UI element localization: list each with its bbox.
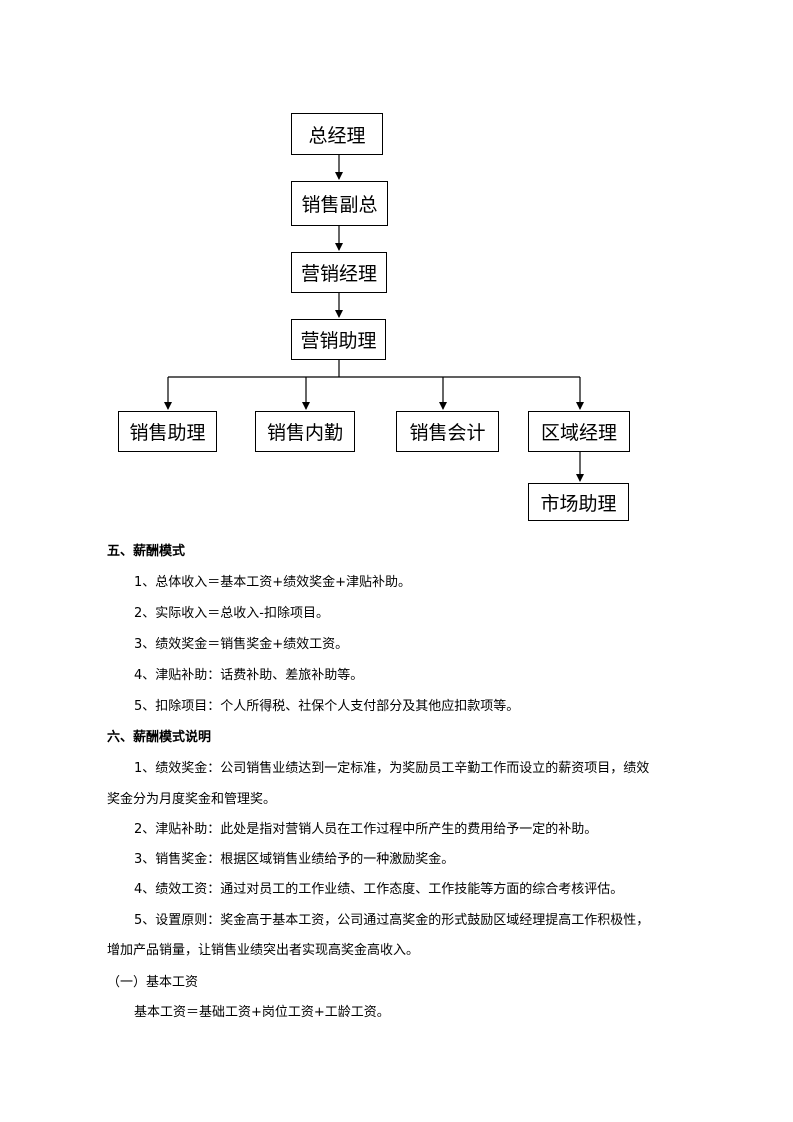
org-box-market-assistant: 市场助理 xyxy=(528,483,629,521)
section5-item-2: 2、实际收入＝总收入-扣除项目。 xyxy=(134,606,329,621)
section5-item-1: 1、总体收入＝基本工资+绩效奖金+津贴补助。 xyxy=(134,575,412,590)
org-box-sales-office: 销售内勤 xyxy=(255,411,355,452)
section6-item-5-line1: 5、设置原则：奖金高于基本工资，公司通过高奖金的形式鼓励区域经理提高工作积极性， xyxy=(134,913,650,928)
org-box-sales-vp: 销售副总 xyxy=(291,181,388,226)
subsection1-formula: 基本工资＝基础工资+岗位工资+工龄工资。 xyxy=(134,1005,390,1020)
section5-item-4: 4、津贴补助：话费补助、差旅补助等。 xyxy=(134,668,364,683)
section6-item-5-line2: 增加产品销量，让销售业绩突出者实现高奖金高收入。 xyxy=(107,943,420,958)
org-box-marketing-manager: 营销经理 xyxy=(291,252,387,293)
section6-item-3: 3、销售奖金：根据区域销售业绩给予的一种激励奖金。 xyxy=(134,852,455,867)
section5-item-3: 3、绩效奖金＝销售奖金+绩效工资。 xyxy=(134,637,349,652)
org-box-sales-assistant: 销售助理 xyxy=(118,411,217,452)
org-box-general-manager: 总经理 xyxy=(291,113,383,155)
section6-item-1-line1: 1、绩效奖金：公司销售业绩达到一定标准，为奖励员工辛勤工作而设立的薪资项目，绩效 xyxy=(134,761,650,776)
section6-item-4: 4、绩效工资：通过对员工的工作业绩、工作态度、工作技能等方面的综合考核评估。 xyxy=(134,882,624,897)
section6-item-2: 2、津贴补助：此处是指对营销人员在工作过程中所产生的费用给予一定的补助。 xyxy=(134,822,598,837)
org-box-regional-manager: 区域经理 xyxy=(528,411,630,452)
section6-heading: 六、薪酬模式说明 xyxy=(107,730,212,745)
org-box-marketing-assistant: 营销助理 xyxy=(291,319,386,360)
section5-item-5: 5、扣除项目：个人所得税、社保个人支付部分及其他应扣款项等。 xyxy=(134,699,520,714)
section5-heading: 五、薪酬模式 xyxy=(107,544,186,559)
org-box-sales-accounting: 销售会计 xyxy=(396,411,499,452)
subsection1-heading: （一）基本工资 xyxy=(107,975,199,990)
section6-item-1-line2: 奖金分为月度奖金和管理奖。 xyxy=(107,792,277,807)
